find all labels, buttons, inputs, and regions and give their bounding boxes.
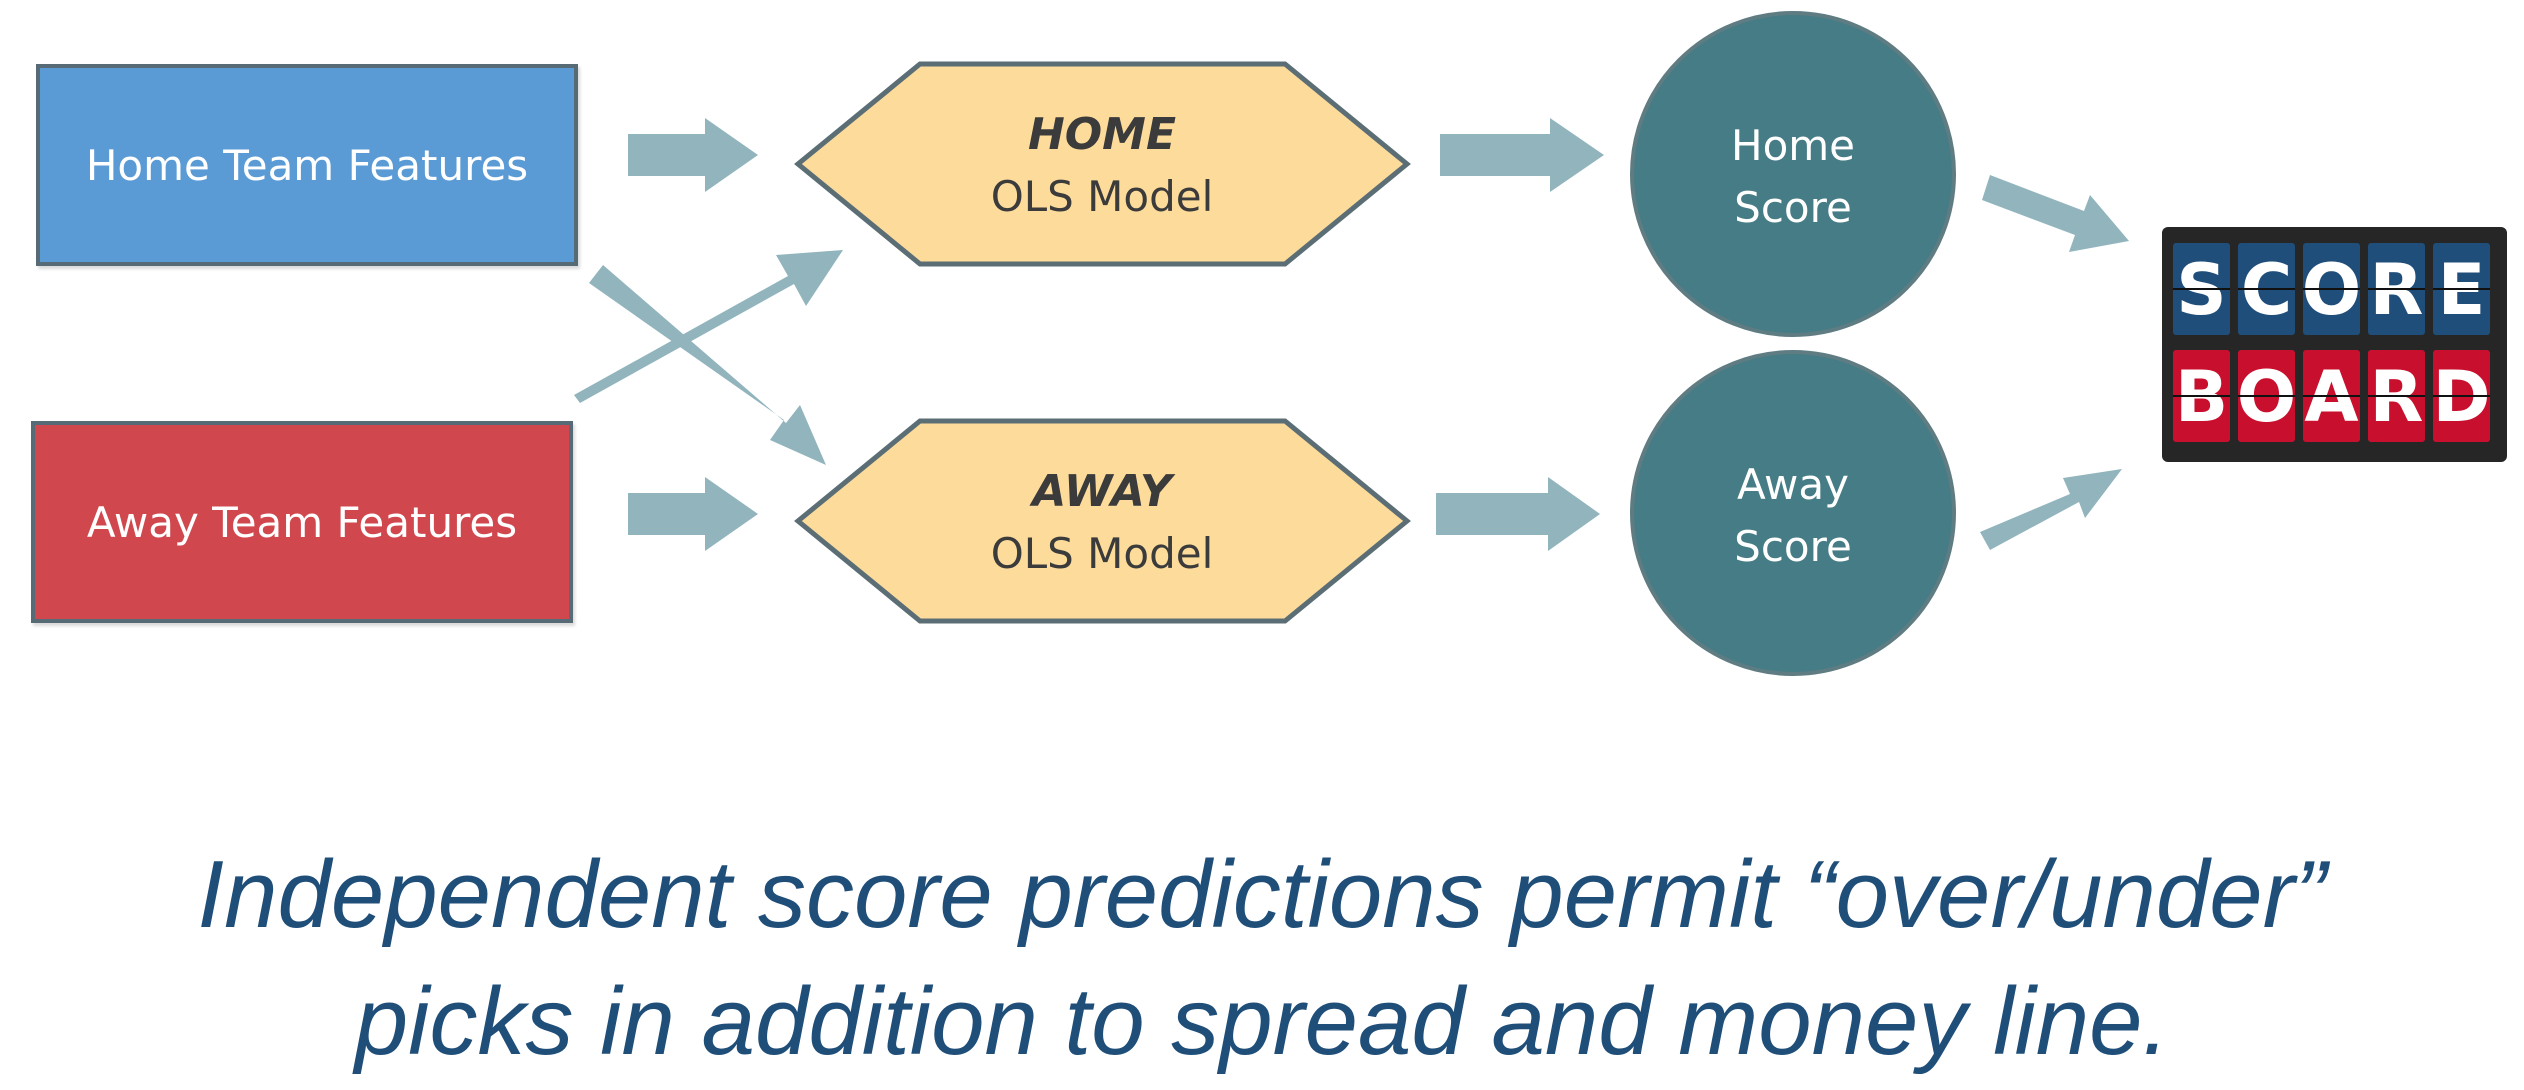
home-score-label-line2: Score bbox=[1734, 183, 1852, 232]
away-team-features-box: Away Team Features bbox=[31, 421, 573, 623]
home-team-features-box: Home Team Features bbox=[36, 64, 578, 266]
away-model-subtitle: OLS Model bbox=[991, 529, 1214, 578]
arrow-home-features-to-home-model bbox=[628, 118, 758, 192]
away-ols-model: AWAY OLS Model bbox=[794, 418, 1411, 624]
arrow-away-features-to-home-model bbox=[574, 250, 843, 403]
caption-line-1: Independent score predictions permit “ov… bbox=[197, 841, 2327, 948]
away-score-label-line2: Score bbox=[1734, 522, 1852, 571]
arrow-away-features-to-away-model bbox=[628, 477, 758, 551]
diagram-canvas: HOME OLS Model AWAY OLS Model Home Score… bbox=[574, 11, 2507, 676]
away-model-title: AWAY bbox=[1029, 466, 1176, 517]
arrow-home-score-to-scoreboard bbox=[1982, 175, 2129, 252]
arrow-home-model-to-home-score bbox=[1440, 118, 1604, 192]
home-model-title: HOME bbox=[1028, 109, 1176, 160]
away-score-circle bbox=[1630, 350, 1956, 676]
arrow-home-features-to-away-model bbox=[589, 265, 826, 465]
home-ols-model: HOME OLS Model bbox=[794, 61, 1411, 267]
arrow-away-model-to-away-score bbox=[1436, 477, 1600, 551]
away-score-label-line1: Away bbox=[1737, 460, 1849, 509]
home-score-node: Home Score bbox=[1630, 11, 1956, 337]
home-model-subtitle: OLS Model bbox=[991, 172, 1214, 221]
arrow-away-score-to-scoreboard bbox=[1980, 469, 2122, 550]
home-team-features-label: Home Team Features bbox=[85, 140, 529, 190]
home-model-hexagon bbox=[794, 61, 1411, 267]
home-score-circle bbox=[1630, 11, 1956, 337]
caption-line-2: picks in addition to spread and money li… bbox=[354, 968, 2170, 1075]
home-score-label-line1: Home bbox=[1731, 121, 1855, 170]
away-score-node: Away Score bbox=[1630, 350, 1956, 676]
away-team-features-label: Away Team Features bbox=[86, 497, 518, 547]
flow-arrows bbox=[574, 118, 2129, 551]
away-model-hexagon bbox=[794, 418, 1411, 624]
